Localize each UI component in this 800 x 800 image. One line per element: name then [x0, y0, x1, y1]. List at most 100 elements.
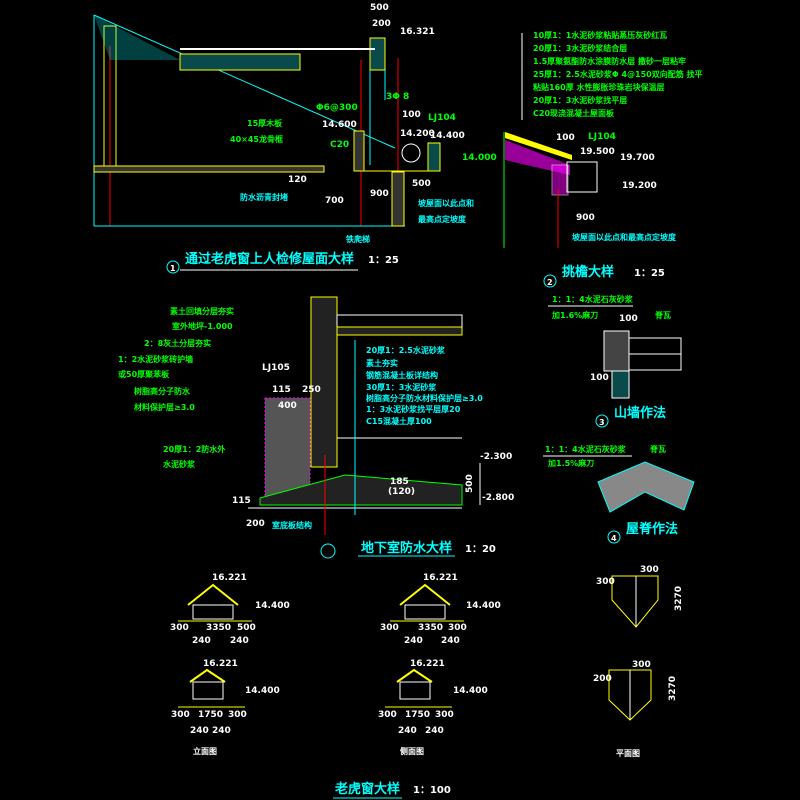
roof-slope-line: [93, 14, 396, 149]
dim-200: 200: [372, 19, 391, 29]
note-6: 树脂高分子防水: [134, 386, 191, 396]
dim-300: 300: [170, 623, 189, 633]
dim-500: 500: [237, 623, 256, 633]
elev-top: 16.221: [410, 659, 445, 669]
detail-1-marker: [166, 260, 180, 274]
note-wood-board: 15厚木板: [247, 118, 283, 128]
plan-b-outline: [608, 669, 652, 721]
dim-240a: 240: [398, 726, 417, 736]
dim-200: 200: [246, 519, 265, 529]
layer-1: 10厚1：1水泥砂浆粘贴蒸压灰砂红瓦: [533, 30, 667, 40]
dim-3350: 3350: [418, 623, 443, 633]
drain-circle: [401, 143, 421, 163]
label-plan: 平面图: [616, 749, 640, 758]
dim-1750: 1750: [198, 710, 223, 720]
dim-100: 100: [402, 110, 421, 120]
detail-4-marker: [607, 530, 621, 544]
dormer-body: [399, 681, 431, 700]
dormer-body: [192, 604, 234, 620]
dim-900: 900: [576, 213, 595, 223]
detail-4-number: 4: [611, 534, 617, 543]
note-tile: 脊瓦: [649, 444, 666, 454]
floor-slab: [93, 165, 325, 173]
elev-14600: 14.600: [322, 120, 357, 130]
dim-240a: 240: [190, 726, 209, 736]
dim-185: 185: [390, 477, 409, 487]
dim-300: 300: [378, 710, 397, 720]
dormer-body: [192, 681, 224, 700]
dormer-plans: 300 300 3270 200 300 3270 平面图: [593, 565, 684, 758]
detail-3-number: 3: [599, 418, 605, 427]
curb: [353, 130, 365, 172]
elev-19700: 19.700: [620, 153, 655, 163]
gable-wall-cap: [603, 330, 630, 372]
layer-4: 25厚1：2.5水泥砂浆Φ 4@150双向配筋 找平: [533, 69, 703, 79]
detail-2-labels: 10厚1：1水泥砂浆粘贴蒸压灰砂红瓦 20厚1：3水泥砂浆结合层 1.5厚聚氨酯…: [532, 30, 703, 288]
dormer-elev-a: 16.221 14.400 300 3350 500 240 240: [170, 573, 290, 646]
top-slab: [179, 53, 301, 71]
slab-top: [336, 314, 463, 328]
detail-3-marker: [595, 414, 609, 428]
note-steel-ladder: 铁爬梯: [346, 234, 370, 244]
dim-100: 100: [556, 133, 575, 143]
elev-14200: 14.200: [400, 129, 435, 139]
gable-wall: [611, 370, 630, 399]
detail-1-scale: 1：25: [368, 255, 399, 266]
note-slope-2: 最高点定坡度: [418, 214, 467, 224]
layer-5: 树脂高分子防水材料保护层≥3.0: [366, 393, 483, 403]
detail-2-title: 挑檐大样: [562, 264, 614, 280]
note-waterproof-asphalt: 防水沥青封堵: [240, 192, 288, 202]
detail-4-ridge: 1：1：4水泥石灰砂浆 加1.5%麻刀 脊瓦 4 屋脊作法: [543, 444, 695, 544]
dim-115: 115: [272, 385, 291, 395]
lj104-label: LJ104: [428, 113, 456, 123]
eave-beam: [551, 164, 569, 196]
dim-300b: 300: [448, 623, 467, 633]
dormer-roof: [399, 583, 451, 606]
detail-1-title: 通过老虎窗上人检修屋面大样: [185, 251, 354, 267]
dim-115b: 115: [232, 496, 251, 506]
basement-section: [248, 296, 481, 559]
layer-3: 钢筋混凝土板详结构: [366, 370, 438, 380]
base-slab: [259, 474, 463, 506]
layer-2: 素土夯实: [366, 358, 398, 368]
note-8: 20厚1：2防水外: [163, 444, 225, 454]
note-slope: 坡屋面以此点和最高点定坡度: [572, 232, 677, 242]
elev-top: 16.221: [203, 659, 238, 669]
plan-a-300b: 300: [640, 565, 659, 575]
dim-1750: 1750: [405, 710, 430, 720]
elev-right: 14.400: [466, 601, 501, 611]
gutter-edge: [427, 142, 441, 172]
note-mortar: 1：1：4水泥石灰砂浆: [545, 444, 627, 454]
note-3: 2：8灰土分层夯实: [144, 338, 211, 348]
plan-a-3270: 3270: [674, 586, 684, 611]
layer-3: 1.5厚聚氨酯防水涂膜防水层 撒砂一层粘牢: [533, 56, 686, 66]
lj104-label: LJ104: [588, 132, 616, 142]
dim-240b: 240: [230, 636, 249, 646]
c20-label: C20: [330, 140, 349, 150]
basement-scale: 1：20: [465, 544, 496, 555]
detail-2-number: 2: [547, 278, 553, 287]
parapet: [369, 37, 386, 71]
note-7: 材料保护层≥3.0: [134, 402, 195, 412]
detail-4-title: 屋脊作法: [626, 521, 678, 537]
dim-300: 300: [171, 710, 190, 720]
layer-1: 20厚1：2.5水泥砂浆: [366, 345, 446, 355]
note-4: 1：2水泥砂浆砖护墙: [118, 354, 193, 364]
basement-labels: 素土回填分层夯实 室外地坪-1.000 2：8灰土分层夯实 1：2水泥砂浆砖护墙…: [118, 306, 514, 557]
dim-3350: 3350: [206, 623, 231, 633]
elev-14000: 14.000: [462, 153, 497, 163]
note-9: 水泥砂浆: [162, 459, 196, 469]
dim-240b: 240: [425, 726, 444, 736]
dim-240a: 240: [192, 636, 211, 646]
dormer-title: 老虎窗大样: [334, 781, 400, 797]
detail-3-title: 山墙作法: [614, 405, 666, 421]
axis-bubble: [320, 543, 336, 559]
detail-3-gable: 1：1：4水泥石灰砂浆 加1.6%麻刀 脊瓦 100 100 3 山墙作法: [548, 294, 682, 428]
dim-240b: 240: [441, 636, 460, 646]
backfill: [264, 397, 311, 499]
dim-240b: 240: [212, 726, 231, 736]
dormer-elev-c: 16.221 14.400 300 1750 300 240 240 立面图: [171, 659, 280, 756]
note-5: 或50厚聚苯板: [118, 369, 170, 379]
layer-4: 30厚1：3水泥砂浆: [366, 382, 437, 392]
